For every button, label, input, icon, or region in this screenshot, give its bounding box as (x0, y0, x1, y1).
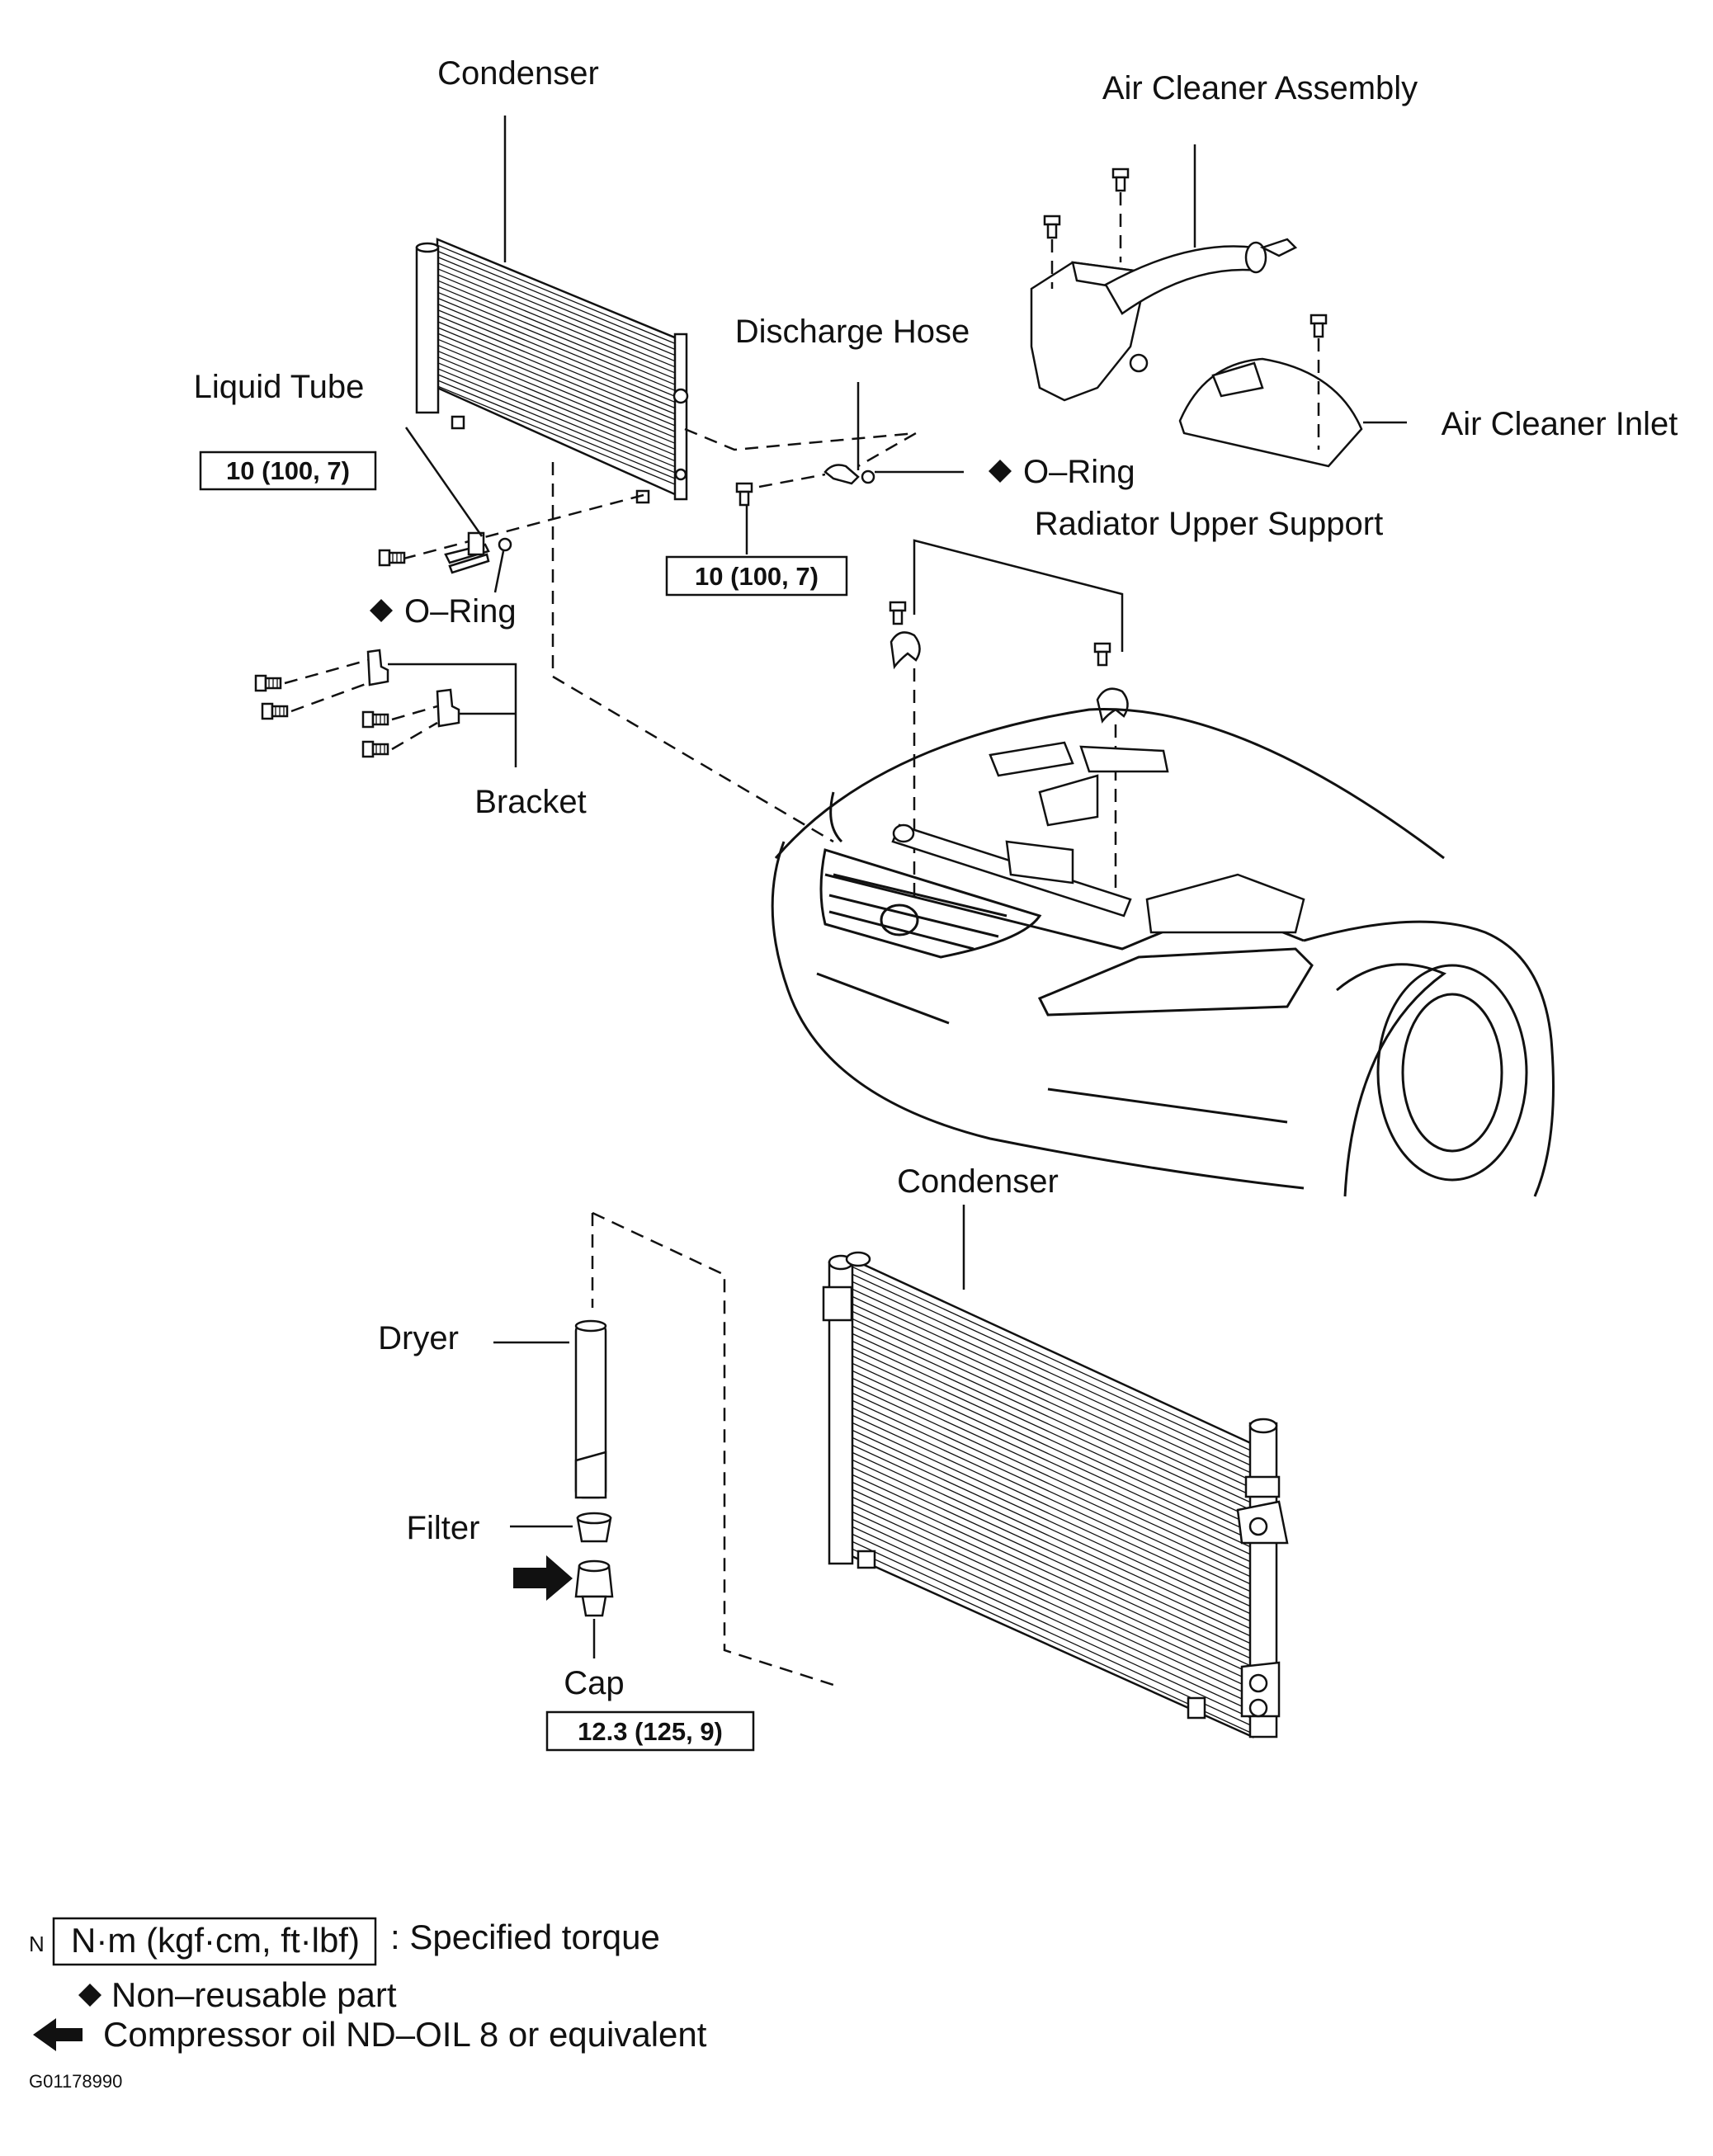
discharge-hose-label: Discharge Hose (735, 314, 970, 350)
o-ring-left-label: O–Ring (404, 593, 517, 630)
liquid-tube-label: Liquid Tube (194, 369, 365, 405)
legend-non-reusable: Non–reusable part (111, 1975, 397, 2014)
o-ring-right-label: O–Ring (1023, 454, 1135, 490)
compressor-oil-arrow-icon (513, 1555, 573, 1601)
discharge-hose-drawing (735, 464, 875, 507)
condenser-top-drawing (415, 238, 689, 504)
legend-compressor-oil: Compressor oil ND–OIL 8 or equivalent (103, 2015, 707, 2054)
air-cleaner-assembly-label: Air Cleaner Assembly (1102, 70, 1418, 106)
dryer-drawing (574, 1319, 607, 1499)
air-cleaner-inlet-label: Air Cleaner Inlet (1442, 406, 1678, 442)
condenser-bottom-label: Condenser (897, 1163, 1059, 1200)
torque-value-cap: 12.3 (125, 9) (578, 1717, 723, 1746)
legend-torque-marker: N (29, 1932, 45, 1956)
condenser-top-label: Condenser (437, 55, 599, 92)
filter-drawing (576, 1512, 612, 1543)
figure-id: G01178990 (29, 2071, 122, 2092)
radiator-support-leader (913, 539, 1124, 652)
non-reusable-diamond-icon (370, 599, 393, 622)
bracket-leader-1 (388, 663, 517, 767)
torque-box-liquid-tube (199, 451, 377, 491)
torque-value-discharge-hose: 10 (100, 7) (695, 562, 819, 591)
torque-box-cap (545, 1710, 755, 1752)
dryer-installation-line (592, 1211, 835, 1687)
liquid-tube-connection-line (394, 493, 644, 563)
filter-label: Filter (407, 1510, 480, 1546)
o-ring-left-part (498, 537, 512, 552)
cap-label: Cap (564, 1665, 624, 1701)
bracket-label: Bracket (474, 784, 587, 820)
torque-box-discharge-hose (665, 555, 848, 597)
bracket-drawing (254, 649, 460, 758)
legend-torque-desc: : Specified torque (390, 1918, 660, 1956)
cap-drawing (574, 1559, 614, 1617)
non-reusable-diamond-icon (989, 460, 1012, 483)
legend: N N·m (kgf·cm, ft·lbf) : Specified torqu… (29, 1917, 707, 2092)
condenser-bottom-drawing (822, 1251, 1289, 1738)
o-ring-left-leader (493, 550, 505, 593)
radiator-upper-support-label: Radiator Upper Support (1035, 506, 1383, 542)
legend-torque-units: N·m (kgf·cm, ft·lbf) (71, 1921, 360, 1960)
liquid-tube-leader (404, 427, 484, 537)
legend-left-arrow-icon (33, 2018, 83, 2051)
air-cleaner-inlet-drawing (1178, 314, 1363, 468)
liquid-tube-drawing (378, 531, 512, 574)
air-cleaner-assembly-drawing (1030, 167, 1298, 402)
torque-value-liquid-tube: 10 (100, 7) (226, 456, 350, 485)
dryer-label: Dryer (378, 1320, 459, 1356)
o-ring-right-part (861, 469, 875, 484)
vehicle-front-drawing (771, 708, 1555, 1197)
legend-torque-box (52, 1917, 377, 1966)
legend-diamond-icon (78, 1984, 101, 2007)
condenser-to-vehicle-line (551, 462, 834, 843)
discharge-hose-connection-line (684, 427, 917, 468)
